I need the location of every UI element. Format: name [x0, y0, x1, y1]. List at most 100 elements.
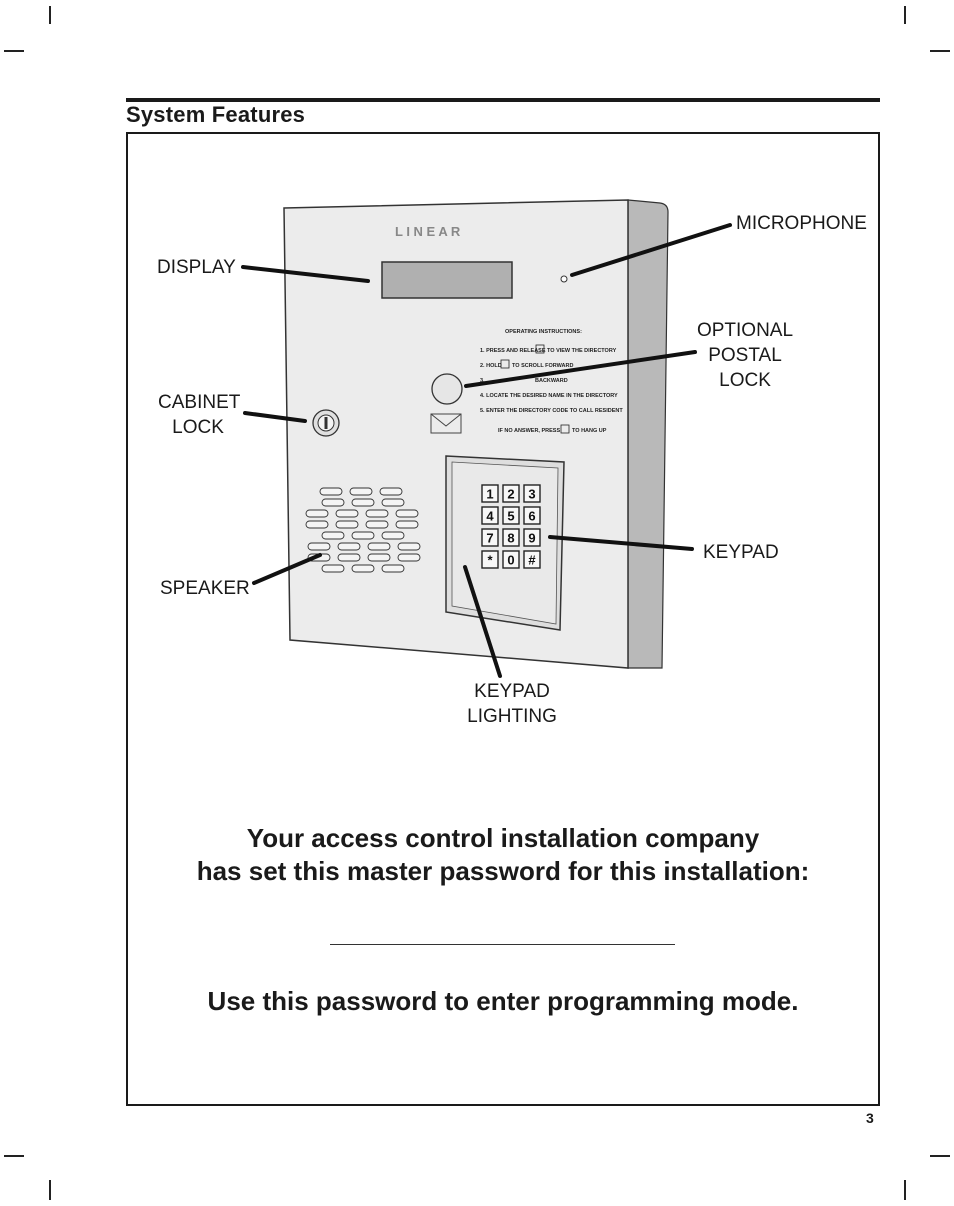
section-rule	[126, 98, 880, 102]
speaker-slot	[379, 487, 403, 496]
instruction-step: BACKWARD	[535, 378, 568, 384]
section-title: System Features	[126, 102, 306, 127]
speaker-slot	[365, 520, 389, 529]
keypad-key	[481, 528, 499, 547]
cabinet-lock	[312, 409, 340, 437]
cabinet-lock-label-line: CABINET	[158, 392, 241, 413]
crop-mark	[49, 6, 51, 24]
keypad-key	[523, 506, 541, 525]
speaker-slot	[321, 564, 345, 573]
keypad-lighting-label-line: LIGHTING	[467, 706, 557, 727]
speaker-slot	[367, 542, 391, 551]
speaker-slot	[319, 487, 343, 496]
display-leader	[241, 265, 370, 283]
speaker-slot	[349, 487, 373, 496]
crop-mark	[4, 1155, 24, 1157]
keypad-lighting-leader	[463, 565, 502, 678]
speaker-slot	[337, 553, 361, 562]
keypad-leader	[548, 535, 694, 551]
postal-lock-leader	[464, 350, 697, 388]
keypad-key-label: 8	[507, 531, 514, 546]
cabinet-lock-label: CABINET LOCK	[158, 390, 241, 440]
postal-lock-label: OPTIONAL POSTAL LOCK	[695, 318, 795, 393]
page-number: 3	[866, 1110, 874, 1126]
speaker-slot	[397, 542, 421, 551]
keypad-key	[523, 550, 541, 569]
keypad-key	[481, 550, 499, 569]
instructions-heading: OPERATING INSTRUCTIONS:	[505, 329, 582, 335]
speaker-slot	[381, 564, 405, 573]
keypad-key	[502, 550, 520, 569]
instruction-step: 2. HOLD	[480, 363, 502, 369]
instruction-step: 1. PRESS AND RELEASE	[480, 348, 546, 354]
keypad-key-label: 1	[486, 487, 493, 502]
instruction-step: IF NO ANSWER, PRESS	[498, 428, 560, 434]
instruction-step: TO SCROLL FORWARD	[512, 363, 573, 369]
keypad-key	[502, 528, 520, 547]
keypad-key-label: #	[528, 553, 536, 568]
display-label: DISPLAY	[157, 257, 236, 278]
password-intro-line: Your access control installation company	[246, 823, 760, 853]
speaker-slot	[381, 498, 405, 507]
speaker-slot	[337, 542, 361, 551]
keypad-key	[502, 506, 520, 525]
instruction-step: TO HANG UP	[572, 428, 607, 434]
crop-mark	[904, 6, 906, 24]
speaker-slot	[351, 498, 375, 507]
speaker-grille	[305, 487, 421, 573]
keypad-key-label: 5	[507, 509, 514, 524]
instruction-step: TO VIEW THE DIRECTORY	[547, 348, 617, 354]
postal-lock-label-line: OPTIONAL	[696, 320, 794, 341]
speaker-slot	[305, 509, 329, 518]
keypad-key-label: 7	[486, 531, 493, 546]
crop-mark	[4, 50, 24, 52]
cabinet-lock-leader	[243, 411, 307, 423]
instruction-step: 3.	[480, 378, 485, 384]
microphone-label: MICROPHONE	[736, 213, 867, 234]
speaker-slot	[305, 520, 329, 529]
keypad-key-label: 4	[486, 509, 494, 524]
microphone-hole	[560, 275, 568, 283]
speaker-slot	[321, 498, 345, 507]
postal-lock	[431, 373, 463, 405]
password-usage-line: Use this password to enter programming m…	[207, 986, 799, 1016]
speaker-slot	[395, 509, 419, 518]
envelope-icon	[430, 413, 462, 434]
speaker-slot	[307, 542, 331, 551]
instruction-key-icon	[500, 359, 510, 369]
speaker-slot	[351, 531, 375, 540]
keypad-key-label: 6	[528, 509, 535, 524]
speaker-slot	[335, 509, 359, 518]
keypad-key-label: *	[487, 553, 493, 568]
keypad-key	[481, 506, 499, 525]
brand-logo: L I N E A R	[395, 224, 461, 239]
keypad-key-label: 3	[528, 487, 535, 502]
speaker-slot	[365, 509, 389, 518]
keypad-key-label: 9	[528, 531, 535, 546]
cabinet-lock-label-line: LOCK	[172, 417, 224, 438]
speaker-slot	[397, 553, 421, 562]
speaker-label: SPEAKER	[160, 578, 250, 599]
keypad-key-label: 2	[507, 487, 514, 502]
keypad-key-label: 0	[507, 553, 514, 568]
display-window	[381, 261, 513, 299]
speaker-slot	[395, 520, 419, 529]
speaker-slot	[335, 520, 359, 529]
keypad-label: KEYPAD	[703, 542, 779, 563]
keypad-lighting-label: KEYPAD LIGHTING	[462, 679, 562, 729]
feature-frame	[126, 132, 880, 1106]
postal-lock-label-line: LOCK	[719, 370, 771, 391]
postal-lock-label-line: POSTAL	[708, 345, 782, 366]
instruction-key-icon	[535, 344, 545, 354]
instruction-key-icon	[560, 424, 570, 434]
crop-mark	[904, 1180, 906, 1200]
password-intro-line: has set this master password for this in…	[196, 856, 810, 886]
instruction-step: 5. ENTER THE DIRECTORY CODE TO CALL RESI…	[480, 408, 623, 414]
speaker-slot	[381, 531, 405, 540]
crop-mark	[930, 50, 950, 52]
speaker-leader	[252, 553, 322, 585]
instruction-step: 4. LOCATE THE DESIRED NAME IN THE DIRECT…	[480, 393, 618, 399]
speaker-slot	[351, 564, 375, 573]
